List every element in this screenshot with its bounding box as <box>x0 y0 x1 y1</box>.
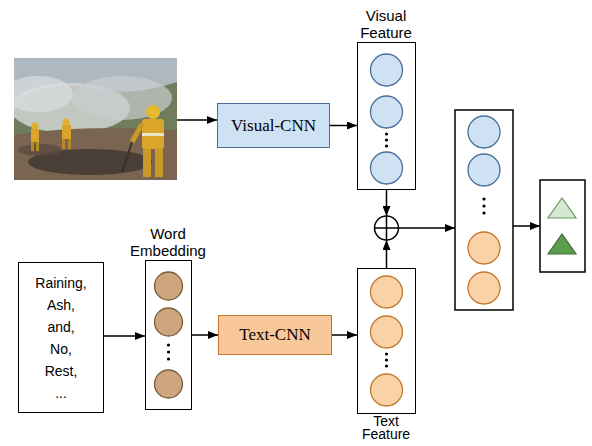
connector-arrow <box>192 334 218 336</box>
embedding-circle <box>155 272 183 300</box>
vector-label: Text Feature <box>353 415 419 441</box>
firefighter-leg <box>68 139 71 149</box>
feature-circle <box>371 316 403 348</box>
output-triangle <box>548 234 576 254</box>
firefighter <box>62 125 71 139</box>
burnt-ground <box>18 144 62 156</box>
feature-circle <box>468 272 500 304</box>
photo <box>14 58 177 180</box>
connector-arrow <box>332 334 357 336</box>
connector-arrow <box>104 335 145 337</box>
ellipsis-dot <box>385 358 388 361</box>
helmet <box>32 123 39 130</box>
feature-vector: Text Feature <box>357 268 416 414</box>
tool <box>122 142 132 172</box>
ellipsis-dot <box>385 132 388 135</box>
ellipsis-dot <box>385 138 388 141</box>
box-label: Visual-CNN <box>231 116 316 136</box>
word-list: Raining, Ash, and, No, Rest, ... <box>26 272 96 404</box>
firefighter <box>31 129 39 142</box>
ellipsis-dot <box>167 350 170 353</box>
cnn-box: Text-CNN <box>218 315 332 355</box>
word-list-box: Raining, Ash, and, No, Rest, ... <box>18 262 104 413</box>
ellipsis-dot <box>385 352 388 355</box>
ellipsis-dot <box>385 144 388 147</box>
ellipsis-dot <box>385 364 388 367</box>
connector-arrow <box>330 125 357 127</box>
reflective-stripe <box>142 133 164 136</box>
firefighter-leg <box>62 139 65 149</box>
embedding-circle <box>155 370 183 398</box>
ellipsis-dot <box>482 211 485 214</box>
embedding-circle <box>155 308 183 336</box>
feature-circle <box>371 54 403 86</box>
helmet <box>63 119 70 126</box>
concat-symbol <box>375 216 399 240</box>
embedding-vector: Word Embedding <box>145 260 192 410</box>
firefighter-leg <box>143 149 151 177</box>
feature-circle <box>371 374 403 406</box>
box-label: Text-CNN <box>239 325 311 345</box>
vector-label: Visual Feature <box>349 7 423 41</box>
ellipsis-dot <box>167 357 170 360</box>
arrow <box>386 190 388 216</box>
output-box <box>540 180 585 272</box>
ground <box>14 128 177 180</box>
helmet <box>146 105 160 119</box>
ellipsis-dot <box>482 204 485 207</box>
ellipsis-dot <box>482 197 485 200</box>
cnn-box: Visual-CNN <box>217 103 330 148</box>
smoke <box>72 76 172 120</box>
firefighter-leg <box>31 142 34 151</box>
concat-symbol <box>386 216 388 240</box>
concat-vector <box>455 110 513 310</box>
feature-circle <box>371 276 403 308</box>
firefighter <box>142 119 164 149</box>
firefighter-leg <box>36 142 39 151</box>
output-triangle <box>548 198 576 218</box>
smoke <box>14 76 73 112</box>
arrow <box>399 227 456 229</box>
feature-circle <box>468 116 500 148</box>
feature-circle <box>371 96 403 128</box>
feature-circle <box>371 152 403 184</box>
ellipsis-dot <box>167 343 170 346</box>
arrow <box>386 240 388 268</box>
vector-label: Word Embedding <box>124 225 212 259</box>
feature-vector: Visual Feature <box>357 42 416 190</box>
feature-circle <box>468 154 500 186</box>
firefighter-leg <box>155 149 163 177</box>
arrow <box>177 119 217 121</box>
feature-circle <box>468 232 500 264</box>
arrow <box>513 225 540 227</box>
firefighter-arm <box>132 124 142 142</box>
